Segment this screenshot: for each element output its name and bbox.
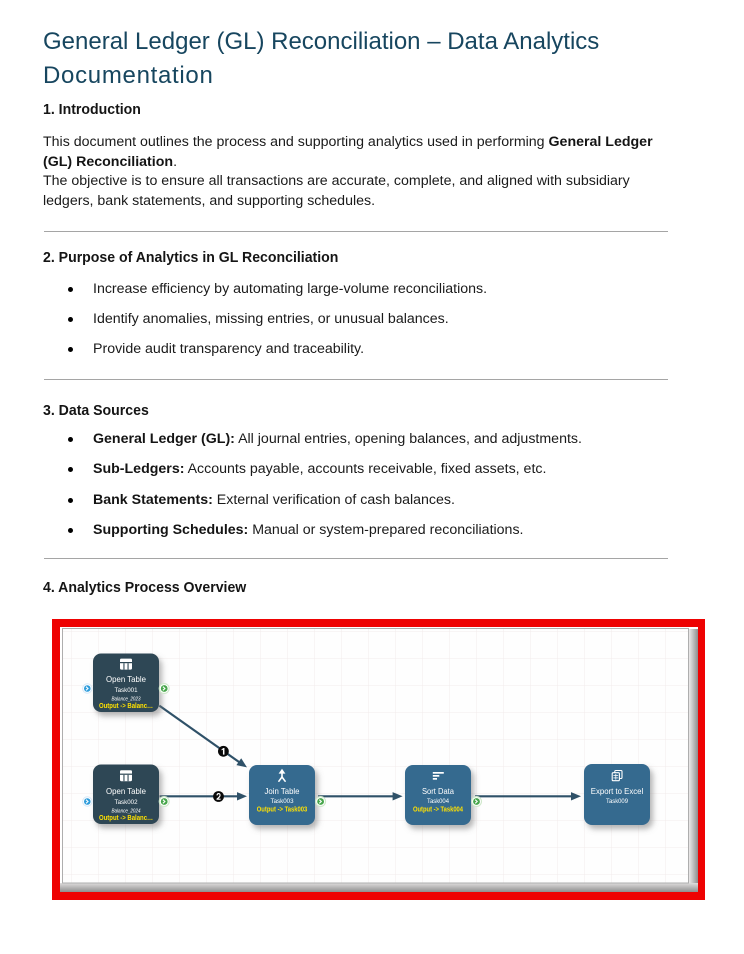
svg-text:Open Table: Open Table (106, 786, 146, 796)
svg-text:Sort Data: Sort Data (422, 786, 454, 796)
svg-text:Balance_2024: Balance_2024 (112, 809, 141, 815)
svg-text:Output -> Balanc…: Output -> Balanc… (99, 703, 153, 710)
svg-text:Export to Excel: Export to Excel (591, 786, 644, 796)
svg-text:Join Table: Join Table (265, 786, 300, 796)
svg-text:Task004: Task004 (427, 798, 449, 805)
svg-text:Task009: Task009 (606, 798, 628, 805)
svg-text:Output -> Task003: Output -> Task003 (257, 807, 308, 814)
svg-text:Open Table: Open Table (106, 674, 146, 684)
svg-text:Balance_2023: Balance_2023 (112, 697, 142, 703)
svg-text:Task002: Task002 (115, 799, 138, 806)
svg-text:Task001: Task001 (115, 687, 138, 694)
svg-text:Output -> Task004: Output -> Task004 (413, 807, 463, 814)
svg-text:Output -> Balanc…: Output -> Balanc… (99, 815, 153, 822)
svg-text:Task003: Task003 (271, 798, 294, 805)
